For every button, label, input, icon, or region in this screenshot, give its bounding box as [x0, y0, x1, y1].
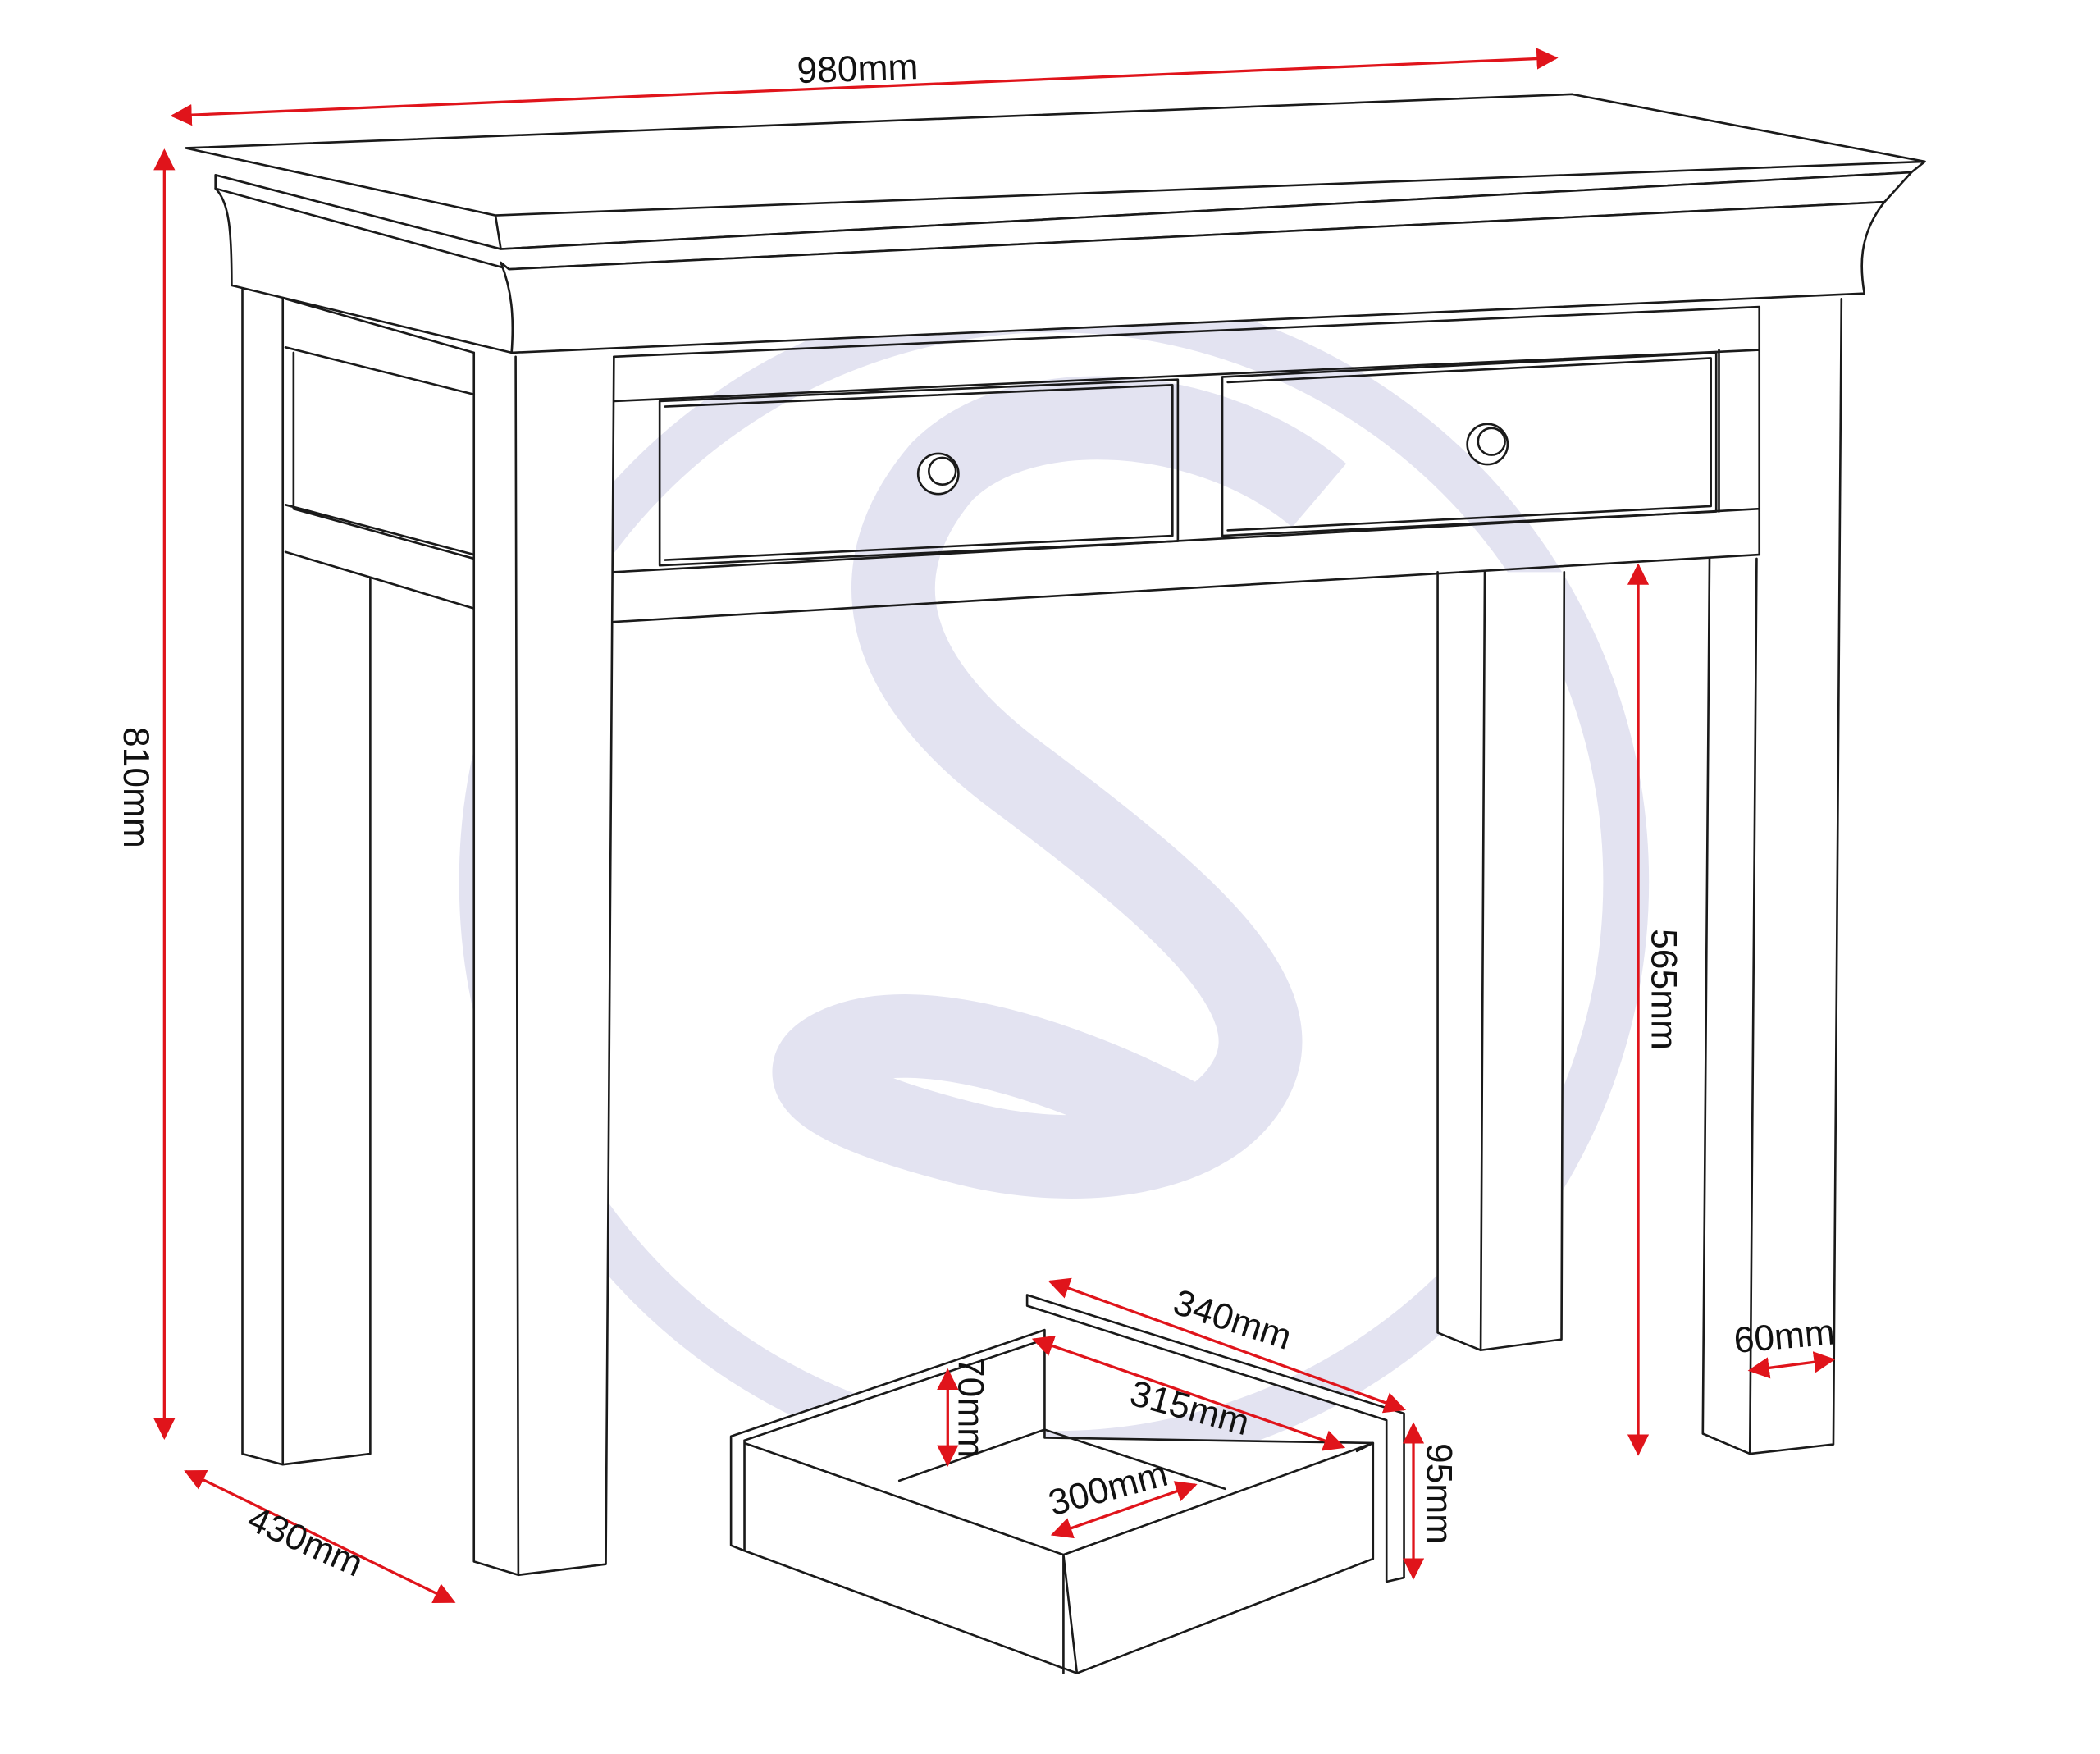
front-right-leg: [1701, 297, 1843, 1455]
left-drawer: [658, 378, 1180, 567]
back-left-leg: [241, 288, 372, 1466]
table-outline: [185, 93, 1926, 1577]
width-label: 980mm: [797, 47, 919, 91]
leg-width-label: 60mm: [1732, 1312, 1837, 1361]
right-drawer-knob: [1466, 423, 1509, 466]
leg-clearance-label: 565mm: [1643, 929, 1683, 1050]
dimension-lines: [153, 48, 1836, 1604]
height-label: 810mm: [116, 727, 156, 848]
left-drawer-knob: [916, 452, 960, 496]
depth-label: 430mm: [242, 1499, 369, 1585]
drawer-outer-height-label: 95mm: [1418, 1443, 1459, 1544]
drawer-inner-height-label: 70mm: [950, 1357, 990, 1458]
front-left-leg: [472, 351, 615, 1577]
back-right-leg: [1436, 571, 1566, 1352]
right-drawer: [1221, 351, 1718, 537]
